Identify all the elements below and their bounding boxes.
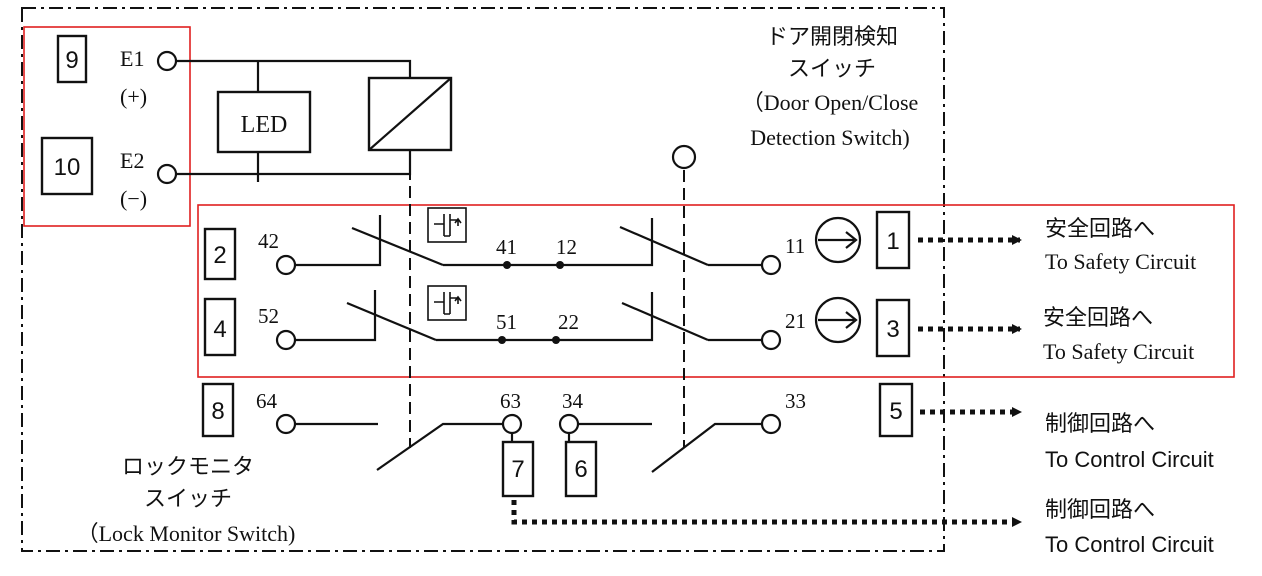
e2-terminal (156, 163, 178, 185)
power-terminal-highlight (23, 26, 191, 227)
terminal-6 (564, 440, 598, 498)
lock-glyph-1 (434, 214, 462, 237)
node-11-label: 11 (785, 234, 805, 258)
terminal-2-label: 2 (213, 242, 226, 269)
safety-output-1-en: To Safety Circuit (1045, 249, 1196, 274)
node-33-label: 33 (785, 389, 806, 413)
contact-34 (558, 413, 580, 435)
e2-label: E2 (120, 148, 144, 173)
node-21-label: 21 (785, 309, 806, 333)
door-actuator (671, 144, 697, 170)
node-12-dot (556, 261, 564, 269)
node-12-label: 12 (556, 235, 577, 259)
safety-output-2-en: To Safety Circuit (1043, 339, 1194, 364)
e1-label: E1 (120, 46, 144, 71)
terminal-8 (201, 382, 235, 438)
wire-52 (295, 290, 377, 342)
contact-11 (760, 254, 782, 276)
node-51-dot (498, 336, 506, 344)
lock-switch-title-en: （Lock Monitor Switch) (77, 521, 296, 546)
terminal-3-label: 3 (886, 316, 899, 343)
terminal-7-label: 7 (511, 456, 524, 483)
power-wire-positive (176, 59, 412, 78)
node-63-label: 63 (500, 389, 521, 413)
e1-sign: (+) (120, 84, 147, 109)
contact-42 (275, 254, 297, 276)
door-switch-title-en-1: （Door Open/Close (742, 90, 919, 115)
wire-41-12 (443, 218, 654, 267)
node-42-label: 42 (258, 229, 279, 253)
terminal-4-label: 4 (213, 316, 226, 343)
door-switch-title-jp-2: スイッチ (788, 56, 876, 81)
node-22-label: 22 (558, 310, 579, 334)
wire-51-22 (436, 292, 654, 342)
terminal-5-label: 5 (889, 398, 902, 425)
terminal-4 (203, 297, 237, 357)
terminal-9 (56, 34, 88, 84)
safety-contacts-highlight (197, 204, 1235, 378)
node-51-label: 51 (496, 310, 517, 334)
door-switch-title-en-2: Detection Switch) (750, 125, 909, 150)
terminal-6-label: 6 (574, 456, 587, 483)
led-label: LED (241, 112, 288, 138)
contact-52 (275, 329, 297, 351)
terminal-5 (878, 382, 914, 438)
control-output-1-en: To Control Circuit (1045, 447, 1214, 472)
terminal-8-label: 8 (211, 398, 224, 425)
wire-42 (295, 215, 382, 267)
control-output-arrow-2 (511, 500, 1022, 527)
terminal-1 (875, 210, 911, 270)
power-wire-negative (258, 150, 412, 176)
e2-sign: (−) (120, 186, 147, 211)
contact-21 (760, 329, 782, 351)
terminal-10 (40, 136, 94, 196)
terminal-7 (501, 440, 535, 498)
lock-symbol-1 (427, 207, 467, 243)
e1-terminal (156, 50, 178, 72)
terminal-9-label: 9 (65, 47, 78, 74)
lock-symbol-2 (427, 285, 467, 321)
control-output-1-jp: 制御回路へ (1045, 411, 1155, 436)
switch-blade-63 (376, 422, 503, 471)
led-box (216, 90, 312, 154)
control-output-2-jp: 制御回路へ (1045, 497, 1155, 522)
control-output-2-en: To Control Circuit (1045, 532, 1214, 557)
switch-blade-51 (346, 301, 437, 342)
direct-opening-arrow-1 (818, 231, 858, 249)
safety-output-2-jp: 安全回路へ (1043, 305, 1153, 330)
lock-switch-title-jp-2: スイッチ (144, 486, 232, 511)
node-22-dot (552, 336, 560, 344)
safety-output-1-jp: 安全回路へ (1045, 216, 1155, 241)
switch-blade-33 (651, 422, 762, 473)
lock-switch-title-jp-1: ロックモニタ (122, 454, 254, 479)
switch-blade-41 (351, 226, 444, 267)
contact-64 (275, 413, 297, 435)
switch-blade-11 (619, 225, 709, 267)
node-41-dot (503, 261, 511, 269)
terminal-3 (875, 298, 911, 358)
lock-glyph-2 (434, 292, 462, 315)
node-64-label: 64 (256, 389, 278, 413)
node-34-label: 34 (562, 389, 584, 413)
solenoid-diagonal (368, 77, 452, 151)
terminal-10-label: 10 (54, 154, 81, 181)
door-switch-title-jp-1: ドア開閉検知 (766, 24, 898, 49)
contact-63 (501, 413, 523, 435)
direct-opening-arrow-2 (818, 311, 858, 329)
node-52-label: 52 (258, 304, 279, 328)
contact-33 (760, 413, 782, 435)
switch-enclosure (21, 7, 945, 552)
switch-blade-21 (621, 301, 709, 342)
terminal-2 (203, 227, 237, 281)
terminal-1-label: 1 (886, 228, 899, 255)
node-41-label: 41 (496, 235, 517, 259)
